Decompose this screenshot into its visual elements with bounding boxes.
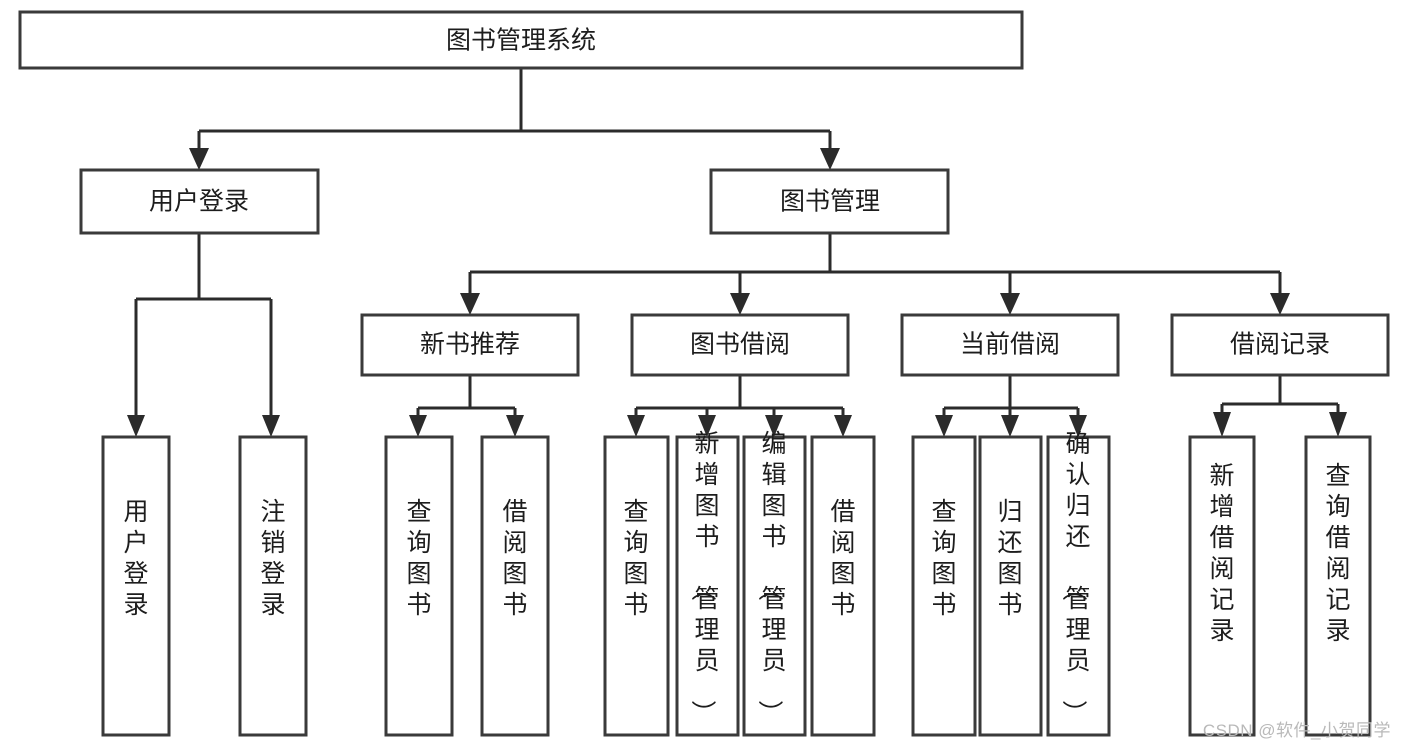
node-book-borrowing[interactable]: 图书借阅 bbox=[630, 313, 850, 377]
leaf-borrow-books-2[interactable]: 借阅图书 bbox=[810, 435, 876, 737]
arrow-bb-leaf-1 bbox=[627, 415, 645, 437]
arrow-user-login bbox=[189, 148, 209, 170]
leaf-return-books-box[interactable] bbox=[978, 435, 1043, 737]
leaf-edit-book-admin-label: 编辑图书（管理员） bbox=[755, 430, 786, 725]
leaf-query-books-3-label: 查询图书 bbox=[931, 498, 956, 619]
node-current-borrowing[interactable]: 当前借阅 bbox=[900, 313, 1120, 377]
book-management-box[interactable] bbox=[709, 168, 950, 235]
leaf-query-record-box[interactable] bbox=[1304, 435, 1372, 737]
leaf-query-books-2-label: 查询图书 bbox=[623, 498, 648, 619]
leaf-return-books[interactable]: 归还图书 bbox=[978, 435, 1043, 737]
leaf-user-login-box[interactable] bbox=[101, 435, 171, 737]
node-user-login[interactable]: 用户登录 bbox=[79, 168, 320, 235]
arrow-nb-leaf-2 bbox=[506, 415, 524, 437]
root-box[interactable] bbox=[18, 10, 1024, 70]
connector-layer bbox=[127, 68, 1347, 437]
node-borrowing-records[interactable]: 借阅记录 bbox=[1170, 313, 1390, 377]
leaf-borrow-books-1-label: 借阅图书 bbox=[502, 498, 527, 619]
arrow-bb-leaf-3 bbox=[765, 415, 783, 437]
arrow-nb-leaf-1 bbox=[409, 415, 427, 437]
leaf-logout-label: 注销登录 bbox=[260, 498, 285, 619]
arrow-cb-leaf-2 bbox=[1001, 415, 1019, 437]
arrow-bb-leaf-4 bbox=[834, 415, 852, 437]
leaf-query-books-3[interactable]: 查询图书 bbox=[911, 435, 977, 737]
leaf-query-books-3-box[interactable] bbox=[911, 435, 977, 737]
leaf-query-books-1-box[interactable] bbox=[384, 435, 454, 737]
leaf-query-record[interactable]: 查询借阅记录 bbox=[1304, 435, 1372, 737]
node-root[interactable]: 图书管理系统 bbox=[18, 10, 1024, 70]
arrow-cb-leaf-1 bbox=[935, 415, 953, 437]
leaf-logout-box[interactable] bbox=[238, 435, 308, 737]
arrow-new-book bbox=[460, 293, 480, 315]
current-borrowing-label: 当前借阅 bbox=[960, 331, 1060, 359]
leaf-query-record-label: 查询借阅记录 bbox=[1325, 462, 1350, 645]
user-login-label: 用户登录 bbox=[149, 188, 249, 216]
arrow-book-borrowing bbox=[730, 293, 750, 315]
root-label: 图书管理系统 bbox=[446, 27, 596, 55]
leaf-edit-book-admin-box[interactable] bbox=[742, 435, 807, 737]
new-book-recommendation-label: 新书推荐 bbox=[420, 331, 520, 359]
leaf-query-books-2[interactable]: 查询图书 bbox=[603, 435, 670, 737]
leaf-confirm-return-admin[interactable]: 确认归还（管理员） bbox=[1046, 430, 1111, 737]
borrowing-records-box[interactable] bbox=[1170, 313, 1390, 377]
leaf-query-books-1-label: 查询图书 bbox=[406, 498, 431, 619]
borrowing-records-label: 借阅记录 bbox=[1230, 331, 1330, 359]
arrow-br-leaf-2 bbox=[1329, 412, 1347, 437]
user-login-box[interactable] bbox=[79, 168, 320, 235]
leaf-query-books-2-box[interactable] bbox=[603, 435, 670, 737]
book-management-label: 图书管理 bbox=[780, 188, 880, 216]
leaf-borrow-books-2-label: 借阅图书 bbox=[830, 498, 855, 619]
leaf-return-books-label: 归还图书 bbox=[997, 498, 1022, 619]
new-book-recommendation-box[interactable] bbox=[360, 313, 580, 377]
leaf-add-book-admin-label: 新增图书（管理员） bbox=[688, 430, 719, 725]
book-borrowing-label: 图书借阅 bbox=[690, 331, 790, 359]
leaf-add-record[interactable]: 新增借阅记录 bbox=[1188, 435, 1256, 737]
node-new-book-recommendation[interactable]: 新书推荐 bbox=[360, 313, 580, 377]
node-book-management[interactable]: 图书管理 bbox=[709, 168, 950, 235]
csdn-watermark: CSDN @软件_小贺同学 bbox=[1202, 721, 1391, 740]
leaf-borrow-books-1[interactable]: 借阅图书 bbox=[480, 435, 550, 737]
leaf-borrow-books-2-box[interactable] bbox=[810, 435, 876, 737]
arrow-leaf-logout bbox=[262, 415, 280, 437]
leaf-add-book-admin-box[interactable] bbox=[675, 435, 740, 737]
leaf-add-book-admin[interactable]: 新增图书（管理员） bbox=[675, 430, 740, 737]
arrow-current-borrowing bbox=[1000, 293, 1020, 315]
leaf-borrow-books-1-box[interactable] bbox=[480, 435, 550, 737]
book-borrowing-box[interactable] bbox=[630, 313, 850, 377]
leaf-add-record-label: 新增借阅记录 bbox=[1209, 462, 1234, 645]
arrow-borrowing-records bbox=[1270, 293, 1290, 315]
arrow-leaf-user-login bbox=[127, 415, 145, 437]
leaf-query-books-1[interactable]: 查询图书 bbox=[384, 435, 454, 737]
leaf-confirm-return-admin-label: 确认归还（管理员） bbox=[1059, 430, 1090, 725]
leaf-user-login[interactable]: 用户登录 bbox=[101, 435, 171, 737]
arrow-br-leaf-1 bbox=[1213, 412, 1231, 437]
arrow-cb-leaf-3 bbox=[1069, 415, 1087, 437]
leaf-edit-book-admin[interactable]: 编辑图书（管理员） bbox=[742, 430, 807, 737]
leaf-add-record-box[interactable] bbox=[1188, 435, 1256, 737]
leaf-confirm-return-admin-box[interactable] bbox=[1046, 435, 1111, 737]
leaf-user-login-label: 用户登录 bbox=[123, 498, 148, 619]
leaf-logout[interactable]: 注销登录 bbox=[238, 435, 308, 737]
arrow-book-management bbox=[820, 148, 840, 170]
current-borrowing-box[interactable] bbox=[900, 313, 1120, 377]
arrow-bb-leaf-2 bbox=[698, 415, 716, 437]
